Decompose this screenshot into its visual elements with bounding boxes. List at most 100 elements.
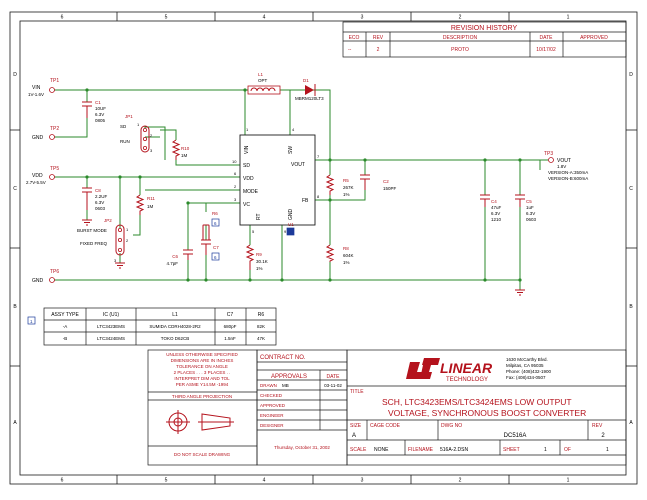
border-row-d: D	[13, 72, 17, 78]
ic-u1: VIN SW SD VDD MODE VC RT GND VOUT FB 1 4…	[232, 127, 320, 236]
svg-text:5: 5	[252, 229, 255, 234]
svg-text:TP3: TP3	[544, 151, 553, 157]
rev-header-date: DATE	[540, 35, 554, 41]
svg-text:TP1: TP1	[50, 78, 59, 84]
svg-text:2: 2	[234, 184, 237, 189]
ground-symbol-output	[515, 289, 525, 296]
svg-text:267K: 267K	[343, 185, 354, 190]
assy-header-l1: L1	[172, 312, 178, 318]
svg-text:TP5: TP5	[50, 166, 59, 172]
svg-text:R9: R9	[256, 252, 262, 257]
drawing-frame	[9, 11, 638, 485]
svg-text:604K: 604K	[343, 253, 354, 258]
revision-history-title: REVISION HISTORY	[451, 25, 518, 32]
svg-text:2.2UF: 2.2UF	[95, 194, 108, 199]
border-row-c-right: C	[629, 186, 633, 192]
svg-text:1%: 1%	[256, 266, 263, 271]
svg-text:6.3V: 6.3V	[526, 211, 535, 216]
border-row-b: B	[13, 304, 17, 310]
gnd-label-bottom: GND	[32, 278, 44, 284]
capacitor-c2: C2 150PF	[360, 174, 397, 191]
border-col-5: 5	[165, 15, 168, 21]
assembly-table: 1 ASSY TYPE IC (U1) L1 C7 R6 -A LTC3423E…	[27, 307, 277, 346]
rev-row-rev: 2	[377, 47, 380, 53]
svg-text:0603: 0603	[526, 217, 537, 222]
projection-symbol	[166, 410, 234, 434]
border-col-6-bottom: 6	[61, 478, 64, 484]
border-col-3: 3	[361, 15, 364, 21]
ic-pin-sw: SW	[288, 146, 294, 154]
svg-text:1M: 1M	[147, 204, 154, 209]
approvals-header: APPROVALS	[271, 374, 307, 380]
border-row-a-right: A	[629, 420, 633, 426]
rev-value: 2	[601, 433, 605, 439]
border-col-1: 1	[567, 15, 570, 21]
border-row-a: A	[13, 420, 17, 426]
contract-no: CONTRACT NO.	[260, 355, 306, 361]
rev-row-description: PROTO	[451, 47, 469, 53]
vin-label: VIN	[32, 85, 41, 91]
revision-history: REVISION HISTORY ECO REV DESCRIPTION DAT…	[342, 21, 627, 58]
assy-marker: 1	[30, 319, 33, 324]
test-point-tp1: TP1 VIN 1V-1.6V	[28, 78, 59, 97]
border-col-2: 2	[459, 15, 462, 21]
svg-text:9: 9	[284, 229, 287, 234]
of-value: 1	[606, 447, 609, 453]
linear-technology-logo: LINEAR TECHNOLOGY	[406, 358, 493, 383]
ic-pin-mode: MODE	[243, 189, 259, 195]
svg-text:4.7pF: 4.7pF	[166, 261, 178, 266]
test-point-tp5: TP5 VDD 2.7V-5.5V	[26, 166, 59, 185]
border-col-1-bottom: 1	[567, 478, 570, 484]
run-label: RUN	[120, 139, 130, 144]
rev-header-rev: REV	[373, 35, 384, 41]
date-header: DATE	[327, 374, 341, 380]
title-label: TITLE	[350, 389, 364, 395]
svg-text:1%: 1%	[343, 192, 350, 197]
title-block: UNLESS OTHERWISE SPECIFIED DIMENSIONS AR…	[147, 349, 627, 466]
third-angle-projection: THIRD ANGLE PROJECTION	[172, 394, 232, 399]
notes-line-6: PER ASME Y14.5M -1994	[176, 382, 229, 387]
rev-header-approved: APPROVED	[580, 35, 608, 41]
company-name-bottom: TECHNOLOGY	[446, 377, 488, 383]
svg-text:6.3V: 6.3V	[491, 211, 500, 216]
approved-label: APPROVED	[260, 403, 286, 408]
assy-a-r6: 82K	[257, 324, 265, 329]
capacitor-c4: C4 47uF 6.3V 1210	[480, 194, 502, 222]
svg-text:C7: C7	[213, 245, 219, 250]
ic-pin-vout: VOUT	[291, 162, 305, 168]
schematic-wires	[52, 89, 541, 290]
assy-b-type: -B	[63, 336, 68, 341]
svg-text:1uF: 1uF	[526, 205, 534, 210]
svg-text:C5: C5	[526, 199, 532, 204]
inductor-l1: L1 OPT	[247, 72, 281, 95]
assy-header-r6: R6	[258, 312, 265, 318]
svg-text:3: 3	[234, 197, 237, 202]
rev-header-description: DESCRIPTION	[443, 35, 478, 41]
border-row-c: C	[13, 186, 17, 192]
rev-row-eco: --	[348, 47, 352, 53]
engineer-label: ENGINEER	[260, 413, 284, 418]
title-line-2: VOLTAGE, SYNCHRONOUS BOOST CONVERTER	[388, 408, 586, 418]
cage-code-label: CAGE CODE	[370, 423, 401, 429]
svg-text:2: 2	[126, 238, 129, 243]
ic-pin-fb: FB	[302, 198, 309, 204]
assy-b-c7: 1.5nF	[224, 336, 236, 341]
svg-text:R5: R5	[343, 178, 349, 183]
diode-d1: D1 MBRM120LT3	[295, 78, 324, 101]
svg-text:150PF: 150PF	[383, 186, 397, 191]
svg-text:C2: C2	[383, 179, 389, 184]
notes-line-2: DIMENSIONS ARE IN INCHES	[171, 358, 234, 363]
of-label: OF	[564, 447, 571, 453]
dwg-no-value: DC516A	[504, 433, 527, 439]
address-line-2: Milpitas, CA 95035	[506, 363, 544, 368]
capacitor-c7: C7 6	[201, 239, 220, 261]
drawn-label: DRAWN	[260, 383, 277, 388]
fixed-freq-label: FIXED FREQ	[80, 241, 108, 246]
assy-a-c7: 680pF	[224, 324, 237, 329]
svg-text:TP2: TP2	[50, 126, 59, 132]
designer-label: DESIGNER	[260, 423, 284, 428]
capacitor-c6: C6 4.7pF	[166, 249, 193, 266]
rev-label: REV	[592, 423, 603, 429]
capacitor-c1: C1 10UF 6.3V 0805	[82, 100, 106, 123]
